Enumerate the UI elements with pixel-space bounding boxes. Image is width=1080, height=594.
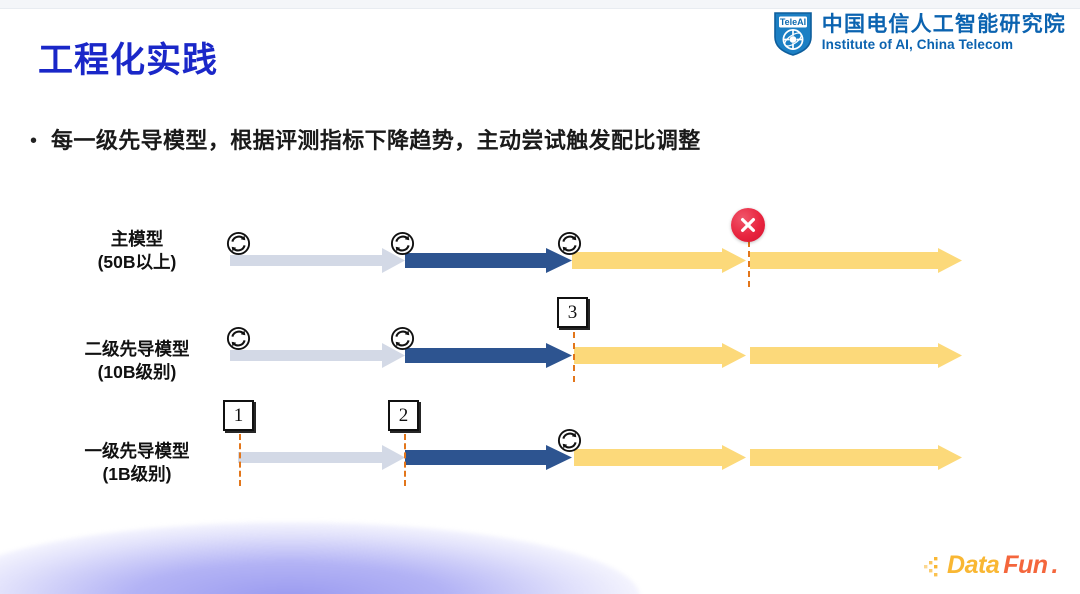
checkpoint-dashed-line	[239, 434, 241, 486]
row-tier2-pilot-model-arrows	[230, 343, 962, 368]
checkpoint-dashed-line	[404, 434, 406, 486]
row-label-tier2-pilot-model: 二级先导模型 (10B级别)	[52, 338, 222, 384]
row-label-line1: 一级先导模型	[84, 441, 190, 461]
row-label-line1: 二级先导模型	[84, 339, 190, 359]
page-title: 工程化实践	[38, 41, 219, 80]
row-tier1-pilot-model-arrows	[238, 445, 962, 470]
row-label-line2: (1B级别)	[102, 464, 172, 485]
refresh-cycle-icon	[557, 428, 582, 453]
step-number-badge: 3	[557, 297, 588, 328]
row-label-main-model: 主模型 (50B以上)	[52, 228, 222, 274]
datafun-dots-icon	[924, 556, 938, 576]
teleai-shield-icon: TeleAI	[773, 10, 813, 56]
refresh-cycle-icon	[557, 231, 582, 256]
datafun-word-data: Data	[947, 551, 1000, 579]
datafun-period: .	[1051, 551, 1059, 579]
row-main-model-arrows	[230, 248, 962, 273]
checkpoint-dashed-line	[748, 241, 750, 287]
brand-name-en: Institute of AI, China Telecom	[821, 37, 1014, 53]
row-label-tier1-pilot-model: 一级先导模型 (1B级别)	[52, 440, 222, 486]
row-label-line2: (10B级别)	[97, 362, 177, 383]
checkpoint-dashed-line	[573, 332, 575, 382]
svg-text:TeleAI: TeleAI	[780, 17, 806, 27]
teleai-logo: TeleAI 中国电信人工智能研究院 Institute of AI, Chin…	[773, 10, 1066, 56]
row-label-line1: 主模型	[110, 229, 164, 249]
top-strip	[0, 0, 1080, 9]
error-x-icon	[731, 208, 765, 242]
bullet-label: 每一级先导模型，根据评测指标下降趋势，主动尝试触发配比调整	[51, 128, 701, 153]
step-number-badge: 1	[223, 400, 254, 431]
datafun-word-fun: Fun	[1003, 551, 1048, 579]
bullet-item: • 每一级先导模型，根据评测指标下降趋势，主动尝试触发配比调整	[30, 126, 701, 156]
row-label-line2: (50B以上)	[97, 252, 177, 273]
bullet-marker: •	[30, 130, 38, 152]
brand-text-block: 中国电信人工智能研究院 Institute of AI, China Telec…	[822, 13, 1066, 54]
brand-name-cn: 中国电信人工智能研究院	[821, 12, 1066, 36]
refresh-cycle-icon	[226, 326, 251, 351]
step-number-badge: 2	[388, 400, 419, 431]
refresh-cycle-icon	[390, 326, 415, 351]
refresh-cycle-icon	[226, 231, 251, 256]
refresh-cycle-icon	[390, 231, 415, 256]
